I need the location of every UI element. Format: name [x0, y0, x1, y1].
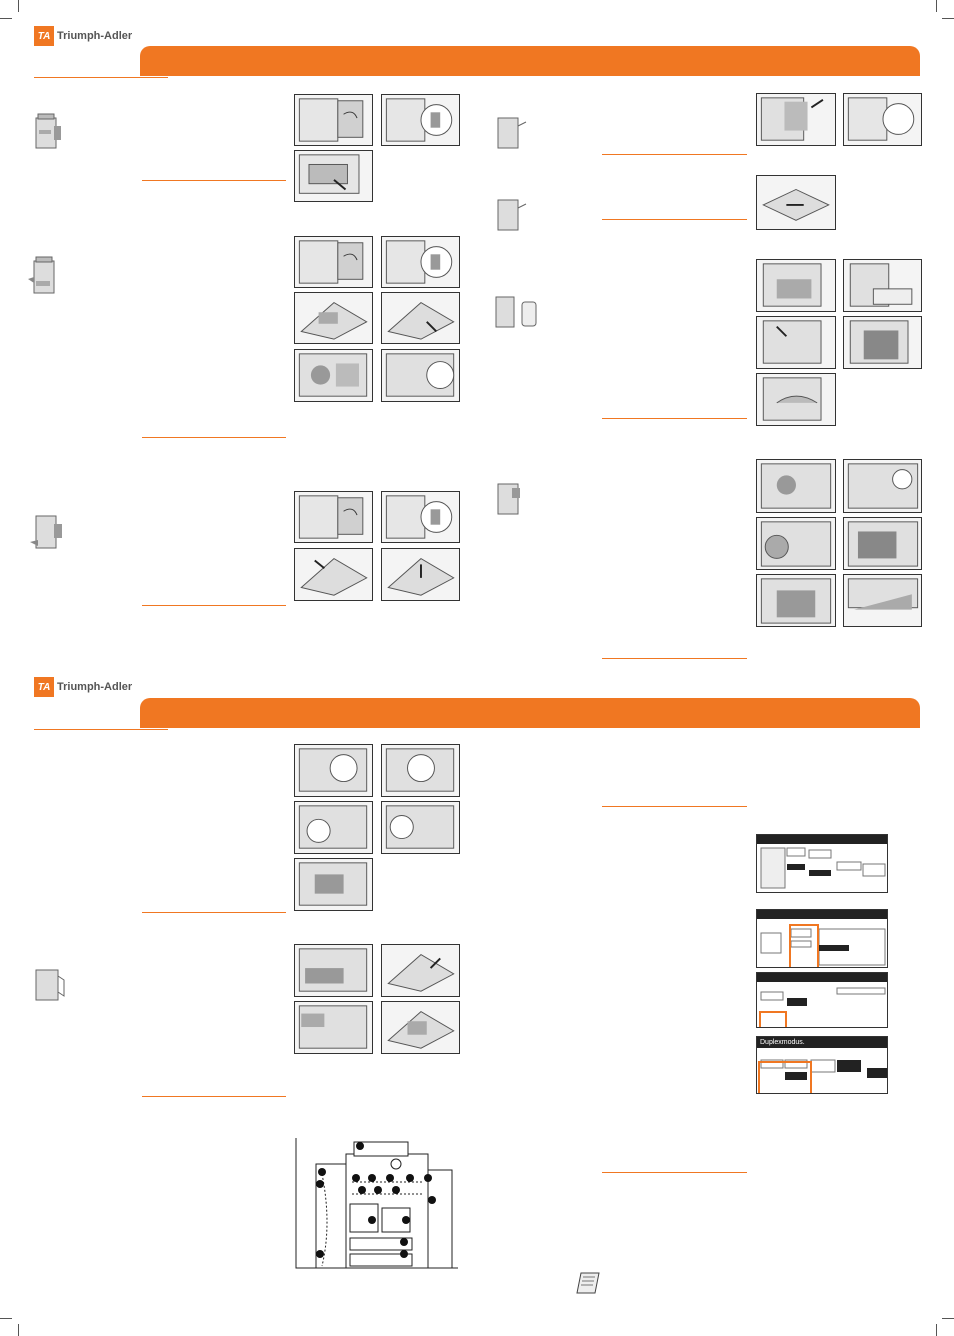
highlight-box — [759, 1011, 787, 1027]
crop-mark — [936, 0, 937, 12]
illustration — [756, 373, 836, 426]
screen-title-bar — [757, 973, 887, 982]
illustration — [843, 93, 922, 146]
illustration — [381, 801, 460, 854]
illustration — [294, 94, 373, 146]
section-rule — [142, 605, 286, 606]
illustration — [756, 459, 836, 513]
crop-mark — [942, 1318, 954, 1319]
printer-machine-icon — [30, 515, 62, 549]
section-rule — [142, 1096, 286, 1097]
illustration — [756, 175, 836, 230]
brand-name: Triumph-Adler — [57, 681, 133, 693]
printer-machine-icon — [495, 296, 515, 328]
header-rule — [34, 77, 168, 78]
illustration — [756, 517, 836, 570]
section-rule — [602, 1172, 747, 1173]
touch-panel-screen — [756, 909, 888, 968]
illustration — [381, 1001, 460, 1054]
crop-mark — [942, 18, 954, 19]
illustration — [843, 517, 922, 570]
illustration — [294, 801, 373, 854]
illustration — [756, 259, 836, 312]
screen-title-bar — [757, 835, 887, 844]
crop-mark — [18, 1324, 19, 1336]
illustration — [843, 259, 922, 312]
brand-mark: TA — [34, 677, 54, 697]
section-rule — [602, 658, 747, 659]
illustration — [294, 548, 373, 601]
illustration — [381, 236, 460, 288]
highlight-box — [789, 924, 819, 967]
printer-machine-icon — [497, 483, 520, 515]
paper-path-diagram — [292, 1134, 462, 1274]
section-rule — [142, 180, 286, 181]
brand-logo: TA Triumph-Adler — [34, 26, 132, 46]
highlight-box — [758, 1061, 812, 1093]
crop-mark — [18, 0, 19, 12]
illustration — [294, 491, 373, 543]
illustration — [756, 316, 836, 369]
illustration — [381, 94, 460, 146]
illustration — [294, 858, 373, 911]
brand-name: Triumph-Adler — [57, 30, 133, 42]
illustration — [294, 944, 373, 997]
section-rule — [602, 806, 747, 807]
cassette-icon — [521, 301, 537, 327]
illustration — [381, 349, 460, 402]
section-rule — [602, 418, 747, 419]
illustration — [294, 150, 373, 202]
illustration — [381, 944, 460, 997]
touch-panel-screen — [756, 972, 888, 1028]
crop-mark — [0, 1318, 12, 1319]
printer-machine-icon — [497, 199, 527, 231]
illustration — [294, 292, 373, 344]
section-rule — [602, 219, 747, 220]
illustration — [381, 491, 460, 543]
section-rule — [142, 912, 286, 913]
touch-panel-screen — [756, 834, 888, 893]
illustration — [756, 574, 836, 627]
printer-machine-icon — [497, 117, 527, 149]
screen-title-bar — [757, 910, 887, 919]
duplex-mode-screen: Duplexmodus. — [756, 1036, 888, 1094]
illustration — [294, 744, 373, 797]
illustration — [756, 93, 836, 146]
printer-machine-icon — [35, 969, 65, 1001]
printer-machine-icon — [28, 256, 55, 294]
header-rule — [34, 729, 168, 730]
illustration — [294, 1001, 373, 1054]
illustration — [843, 459, 922, 513]
illustration — [294, 349, 373, 402]
illustration — [843, 574, 922, 627]
crop-mark — [936, 1324, 937, 1336]
brand-logo: TA Triumph-Adler — [34, 677, 132, 697]
illustration — [381, 292, 460, 344]
screen-title-bar: Duplexmodus. — [757, 1037, 887, 1048]
duplex-screen-title: Duplexmodus. — [760, 1039, 805, 1046]
section-rule — [142, 437, 286, 438]
header-banner — [140, 46, 920, 76]
illustration — [843, 316, 922, 369]
manual-icon — [576, 1272, 600, 1294]
illustration — [381, 548, 460, 601]
crop-mark — [0, 18, 12, 19]
brand-mark: TA — [34, 26, 54, 46]
header-banner — [140, 698, 920, 728]
illustration — [381, 744, 460, 797]
section-rule — [602, 154, 747, 155]
illustration — [294, 236, 373, 288]
printer-machine-icon — [35, 113, 61, 149]
